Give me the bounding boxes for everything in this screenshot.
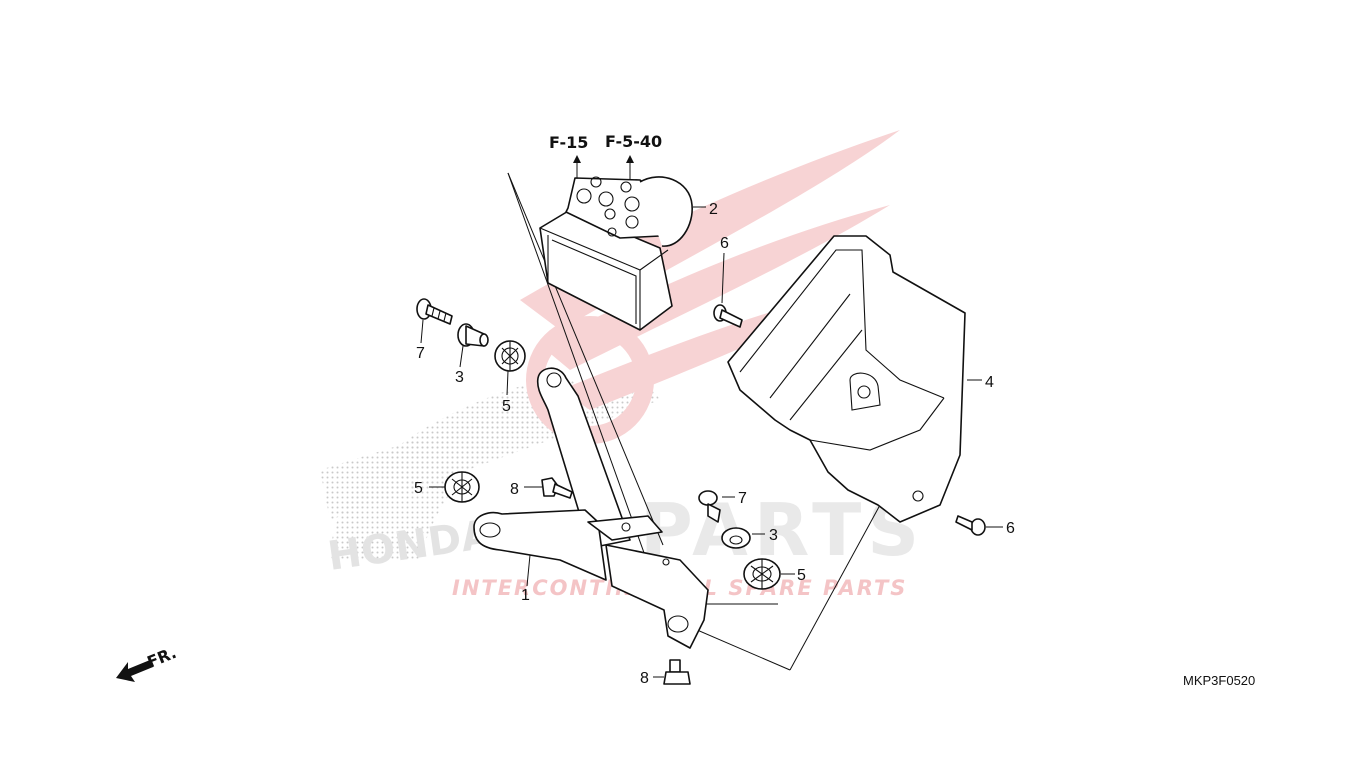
ref-arrowhead-f540 [626,155,634,163]
bolt-6-right[interactable] [955,515,986,536]
callout-7-upper[interactable]: 7 [416,345,425,362]
callout-1[interactable]: 1 [521,587,530,604]
callout-8-lower[interactable]: 8 [640,670,649,687]
leader-lines [420,206,1003,678]
grommet-5-left[interactable] [444,471,480,503]
callout-6-right[interactable]: 6 [1006,520,1015,537]
callout-3-upper[interactable]: 3 [455,369,464,386]
callout-5-left[interactable]: 5 [414,480,423,497]
bolt-7-upper[interactable] [416,298,453,325]
collar-3-upper[interactable] [457,323,489,347]
callout-5-upper[interactable]: 5 [502,398,511,415]
collar-3-lower[interactable] [721,527,751,549]
callout-6-upper[interactable]: 6 [720,235,729,252]
bolt-8-middle[interactable] [541,477,573,499]
callout-7-lower[interactable]: 7 [738,490,747,507]
group-line-left-upper [507,172,664,546]
bolt-8-lower[interactable] [663,659,691,685]
grommet-5-lower[interactable] [743,558,781,590]
callouts: 1 2 3 3 4 5 5 5 6 6 7 7 8 8 [414,201,1015,687]
modulator-cover[interactable] [727,235,966,523]
front-arrow-icon [116,660,153,682]
bolt-7-lower[interactable] [698,490,721,523]
front-direction-label: FR. [144,643,179,672]
bolt-6-upper[interactable] [713,304,743,328]
abs-modulator[interactable] [539,176,693,331]
diagram-code: MKP3F0520 [1183,673,1255,688]
callout-2[interactable]: 2 [709,201,718,218]
reference-labels: F-15 F-5-40 [549,132,662,192]
ref-label-f540[interactable]: F-5-40 [605,132,662,151]
group-line-left-lower [507,172,668,618]
callout-4[interactable]: 4 [985,374,994,391]
ref-label-f15[interactable]: F-15 [549,133,588,152]
mounting-bracket[interactable] [473,367,709,649]
grommet-5-upper[interactable] [494,340,526,372]
front-direction-indicator: FR. [116,643,179,682]
callout-3-lower[interactable]: 3 [769,527,778,544]
ref-arrowhead-f15 [573,155,581,163]
callout-5-lower[interactable]: 5 [797,567,806,584]
group-line-right [789,504,881,671]
callout-8-middle[interactable]: 8 [510,481,519,498]
